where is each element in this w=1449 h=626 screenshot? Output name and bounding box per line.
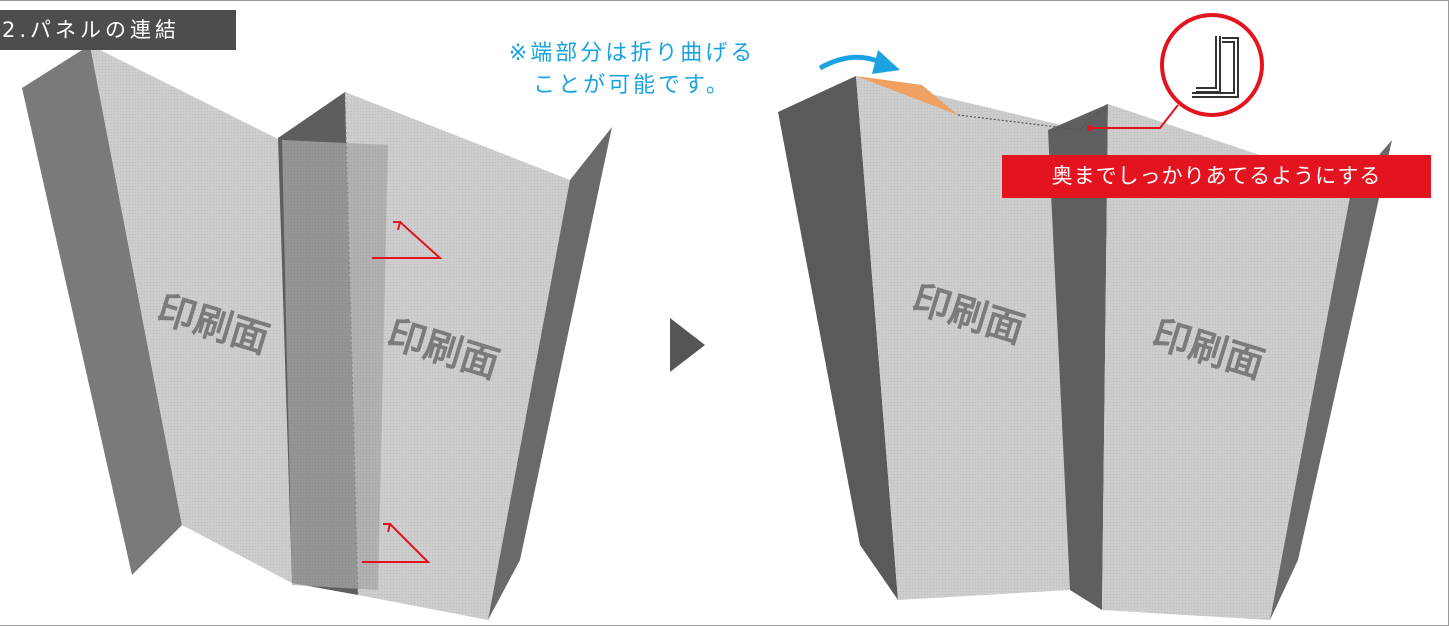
bent-edge-flap [856, 76, 958, 115]
bend-note-line-1: ※端部分は折り曲げる [508, 41, 756, 66]
left-panel-side-face [22, 45, 182, 575]
bend-note-line-2: ことが可能です。 [533, 73, 731, 98]
section-title: 2.パネルの連結 [0, 10, 236, 50]
detail-circle-icon [1087, 13, 1264, 131]
left-panel-front-face [90, 45, 292, 583]
right-panel-side-face [488, 127, 612, 620]
assembled-front-face-1 [856, 76, 1082, 600]
right-assembly [778, 76, 1392, 620]
connector-flap [282, 140, 388, 590]
bend-note: ※端部分は折り曲げる ことが可能です。 [462, 38, 802, 102]
assembled-right-side-face [1270, 140, 1392, 620]
red-direction-arrow-icon [362, 221, 443, 563]
assembled-middle-seam [1048, 104, 1108, 610]
play-triangle-icon [670, 318, 705, 372]
curved-arrow-icon [818, 50, 900, 74]
insert-fully-callout: 奥までしっかりあてるようにする [1002, 155, 1431, 198]
assembled-front-face-2 [1102, 104, 1352, 620]
assembled-left-side-face [778, 76, 898, 600]
left-assembly [22, 45, 612, 620]
